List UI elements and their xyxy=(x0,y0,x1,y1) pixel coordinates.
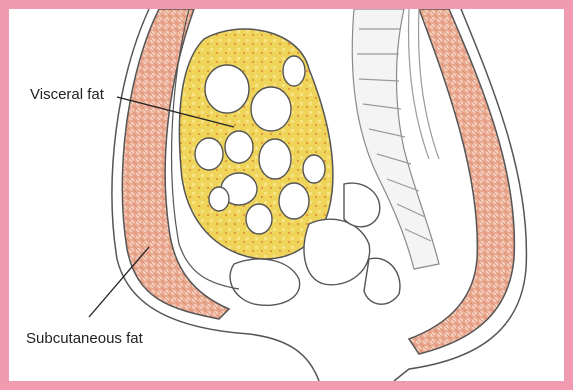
back-subcutaneous-fat-layer xyxy=(409,9,514,354)
visceral-fat-label: Visceral fat xyxy=(30,86,104,103)
subcutaneous-fat-label: Subcutaneous fat xyxy=(26,330,143,347)
abdomen-cross-section-illustration xyxy=(9,9,564,381)
spine xyxy=(352,9,439,269)
